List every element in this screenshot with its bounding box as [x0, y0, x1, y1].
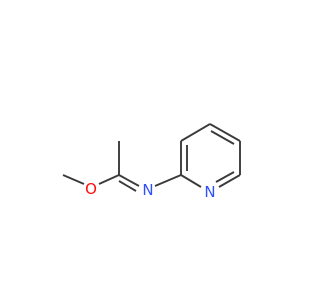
oxygen-atom-label: O	[85, 180, 97, 198]
ring-bond-n-c2	[180, 174, 202, 188]
pyridine-nitrogen-atom-label: N	[204, 183, 215, 201]
bond-methyl-oxygen	[62, 174, 85, 185]
bond-oxygen-carbon	[98, 174, 120, 185]
molecule-drawing: O N N	[62, 123, 241, 201]
structure-canvas: O N N	[62, 123, 241, 201]
bond-carbon-imine-nitrogen	[118, 174, 140, 187]
ring-bond-c4-c5-inner	[210, 130, 235, 145]
bond-carbon-imine-nitrogen-second	[118, 180, 137, 192]
ring-bond-c6-n-inner	[215, 171, 235, 183]
ring-bond-c4-c5	[209, 123, 241, 142]
bond-imine-nitrogen-ring	[154, 174, 182, 187]
ring-bond-c6-n	[218, 174, 241, 188]
imine-nitrogen-atom-label: N	[142, 181, 153, 199]
ring-bond-c3-c4	[180, 123, 211, 142]
